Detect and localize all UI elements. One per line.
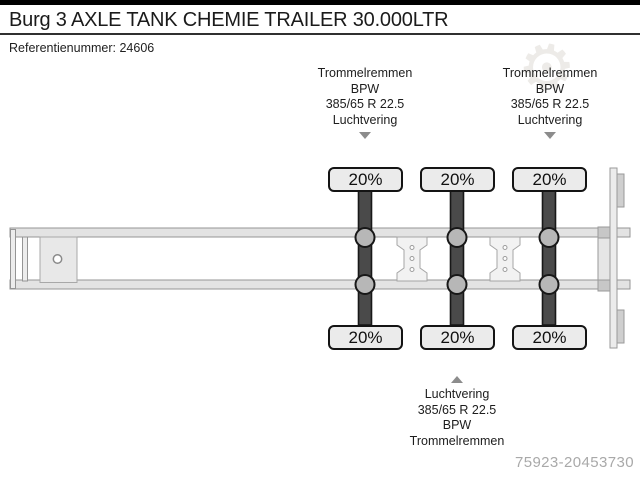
axle-1: [357, 188, 373, 326]
rear-bracket-bottom: [616, 309, 625, 344]
spec-line: BPW: [442, 418, 472, 433]
axle-spec-top-left: Trommelremmen BPW 385/65 R 22.5 Luchtver…: [290, 66, 440, 140]
spec-line: 385/65 R 22.5: [510, 97, 590, 112]
tire-tread-axle2-top: 20%: [420, 167, 495, 192]
spec-line: BPW: [535, 81, 565, 96]
spec-line: Luchtvering: [424, 387, 490, 401]
rear-cross-member: [597, 237, 611, 281]
rear-bumper-bar: [609, 167, 618, 349]
spec-line: BPW: [350, 81, 380, 96]
cross-member-hole: [409, 245, 415, 250]
arrow-down-icon: [544, 132, 556, 140]
tire-tread-axle1-bottom: 20%: [328, 325, 403, 350]
top-border-bar: [0, 0, 640, 5]
cross-member-hole: [409, 256, 415, 261]
chassis-rail-top: [9, 227, 631, 238]
front-end-plate: [10, 229, 16, 289]
page-title: Burg 3 AXLE TANK CHEMIE TRAILER 30.000LT…: [9, 9, 449, 31]
cross-member-hole: [502, 267, 508, 272]
axle-1-hub-bottom: [354, 274, 376, 295]
tire-tread-axle3-bottom: 20%: [512, 325, 587, 350]
axle-spec-bottom: Luchtvering 385/65 R 22.5 BPW Trommelrem…: [382, 376, 532, 449]
spec-line: Trommelremmen: [502, 66, 598, 80]
spec-line: Luchtvering: [332, 112, 398, 127]
title-divider: [0, 33, 640, 35]
axle-spec-top-right: Trommelremmen BPW 385/65 R 22.5 Luchtver…: [475, 66, 625, 140]
tire-tread-axle3-top: 20%: [512, 167, 587, 192]
spec-line: Trommelremmen: [409, 433, 505, 448]
cross-member-hole: [502, 256, 508, 261]
rear-bracket-top: [616, 173, 625, 208]
rear-rail-tab-top: [597, 226, 611, 239]
arrow-down-icon: [359, 132, 371, 140]
arrow-up-icon: [451, 376, 463, 383]
chassis-rail-bottom: [9, 279, 631, 290]
axle-2-hub-bottom: [446, 274, 468, 295]
axle-2: [449, 188, 465, 326]
photo-id-code: 75923-20453730: [514, 454, 634, 471]
tire-tread-axle1-top: 20%: [328, 167, 403, 192]
axle-2-hub-top: [446, 227, 468, 248]
axle-3-hub-bottom: [538, 274, 560, 295]
reference-number: Referentienummer: 24606: [9, 41, 155, 55]
spec-line: 385/65 R 22.5: [417, 402, 497, 417]
cross-member-hole: [502, 245, 508, 250]
tire-tread-axle2-bottom: 20%: [420, 325, 495, 350]
cross-member-hole: [409, 267, 415, 272]
front-cross-strip: [22, 236, 28, 282]
axle-1-hub-top: [354, 227, 376, 248]
spec-line: 385/65 R 22.5: [325, 97, 405, 112]
spec-line: Trommelremmen: [317, 66, 413, 80]
spec-line: Luchtvering: [517, 112, 583, 127]
axle-3-hub-top: [538, 227, 560, 248]
rear-rail-tab-bottom: [597, 279, 611, 292]
axle-3: [541, 188, 557, 326]
kingpin: [52, 254, 63, 264]
